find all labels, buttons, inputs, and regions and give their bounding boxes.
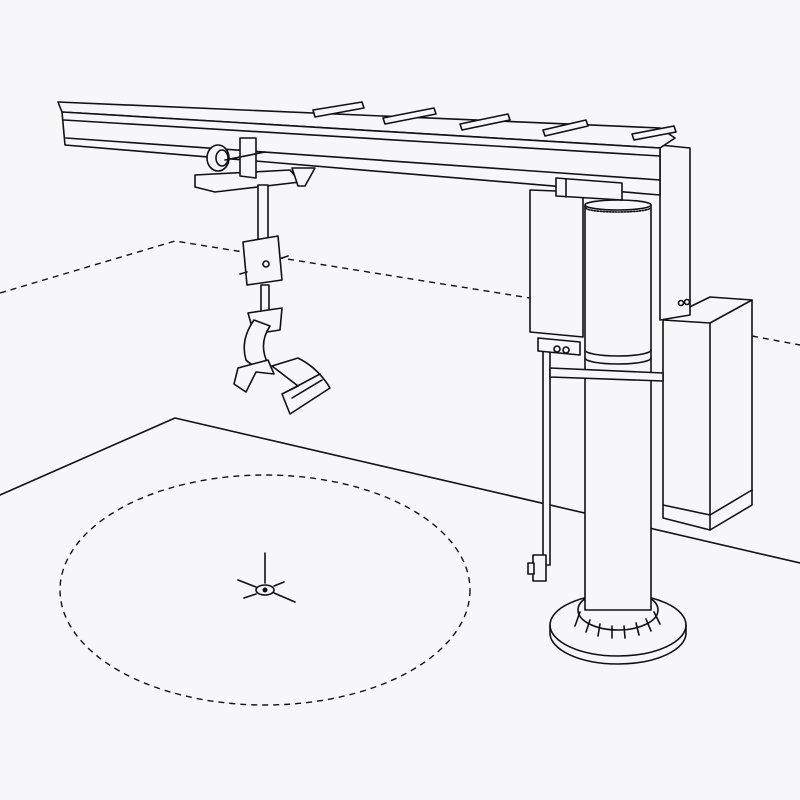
work-area-boundary-right xyxy=(751,335,800,346)
center-mark xyxy=(237,552,296,603)
swing-radius-ellipse xyxy=(59,474,471,706)
control-cabinet xyxy=(662,296,753,531)
beam-brackets xyxy=(312,101,677,141)
column xyxy=(584,199,652,611)
mast-plate xyxy=(659,144,691,321)
pulley-wheel-icon xyxy=(206,144,230,172)
drive-panel xyxy=(529,189,584,338)
work-area-boundary xyxy=(0,240,531,299)
trolley xyxy=(194,137,316,193)
rod-assembly xyxy=(527,337,664,582)
crane-beam xyxy=(57,101,676,201)
beam-clamp xyxy=(555,177,623,201)
hoist-gripper xyxy=(233,184,331,415)
